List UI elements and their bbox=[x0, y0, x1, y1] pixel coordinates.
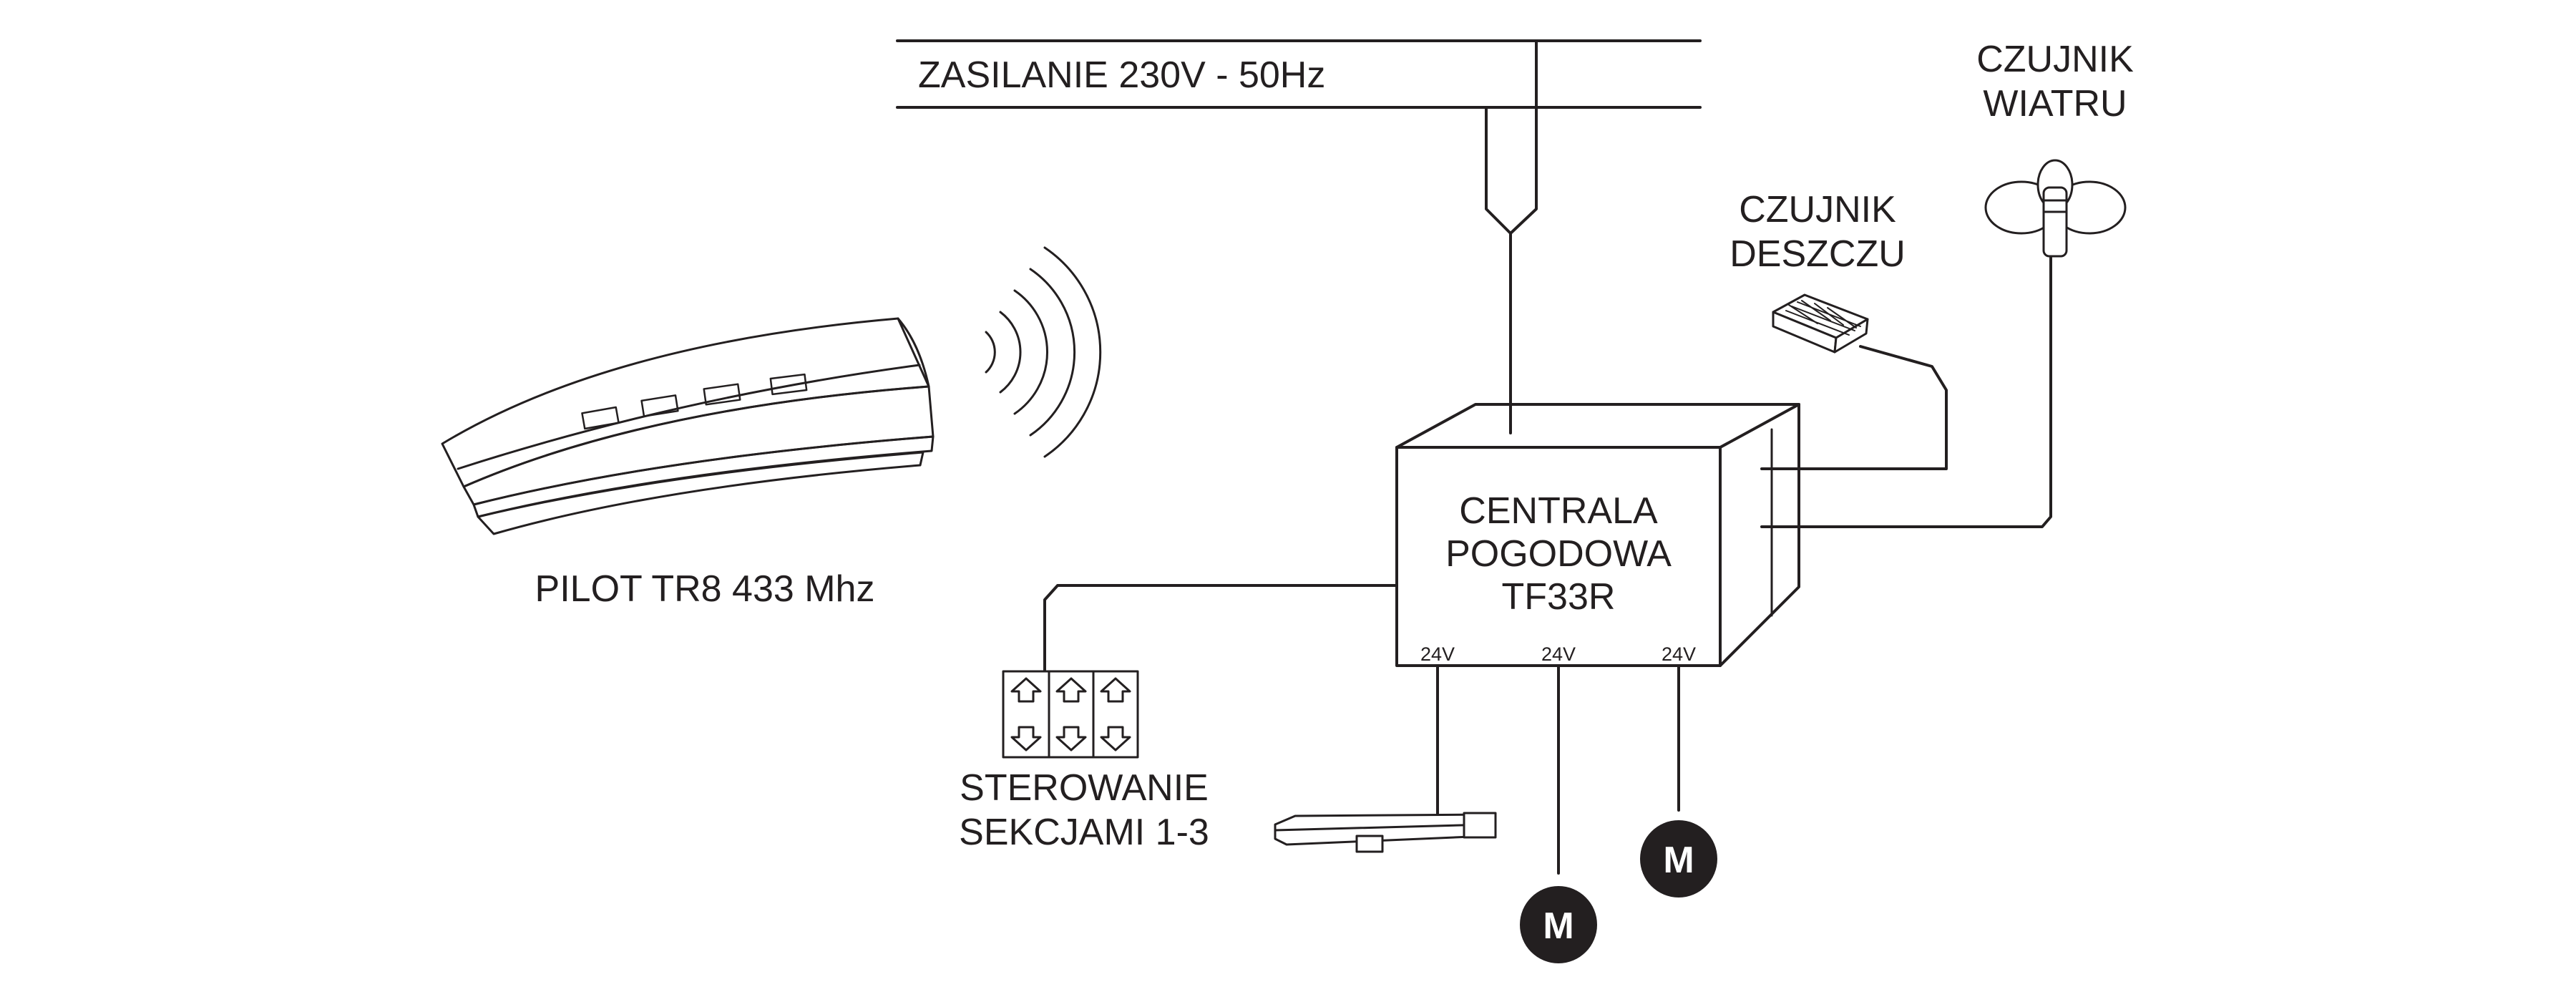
rain-sensor-label-line-1: CZUJNIK bbox=[1739, 189, 1896, 230]
remote-label: PILOT TR8 433 Mhz bbox=[535, 568, 875, 610]
arrow-down-icon bbox=[1010, 726, 1131, 752]
rain-sensor-icon bbox=[1772, 293, 1869, 354]
motor-icon bbox=[1640, 820, 1717, 898]
central-unit-label-line-1: CENTRALA bbox=[1459, 490, 1658, 532]
wind-sensor-label-line-1: CZUJNIK bbox=[1976, 39, 2134, 80]
rain-sensor-cable bbox=[1760, 345, 1948, 470]
wind-sensor-icon bbox=[1984, 159, 2127, 258]
wind-sensor-label-line-2: WIATRU bbox=[1983, 83, 2127, 125]
central-unit-label-line-3: TF33R bbox=[1502, 576, 1616, 618]
remote-control-icon bbox=[441, 317, 935, 535]
actuator-icon bbox=[1274, 812, 1497, 853]
arrow-up-icon bbox=[1010, 677, 1131, 703]
power-bus bbox=[896, 39, 1702, 109]
output-voltage-label-1: 24V bbox=[1420, 643, 1455, 665]
output-voltage-label-2: 24V bbox=[1541, 643, 1576, 665]
power-cable bbox=[1485, 106, 1538, 406]
section-control-label-line-2: SEKCJAMI 1-3 bbox=[959, 812, 1209, 853]
wall-switch-icon bbox=[1002, 670, 1139, 759]
rain-sensor-label-line-2: DESZCZU bbox=[1729, 233, 1906, 275]
motor-label: M bbox=[1543, 905, 1574, 947]
power-supply-label: ZASILANIE 230V - 50Hz bbox=[918, 54, 1325, 96]
radio-wave-icon bbox=[985, 246, 1102, 458]
wind-sensor-cable bbox=[1760, 256, 2052, 528]
section-control-cable bbox=[1043, 584, 1398, 673]
motor-icon bbox=[1520, 886, 1597, 963]
central-unit-label-line-2: POGODOWA bbox=[1445, 533, 1672, 575]
output-voltage-label-3: 24V bbox=[1662, 643, 1696, 665]
central-unit-box bbox=[1395, 403, 1800, 667]
section-control-label-line-1: STEROWANIE bbox=[960, 767, 1209, 809]
motor-label: M bbox=[1663, 840, 1694, 881]
